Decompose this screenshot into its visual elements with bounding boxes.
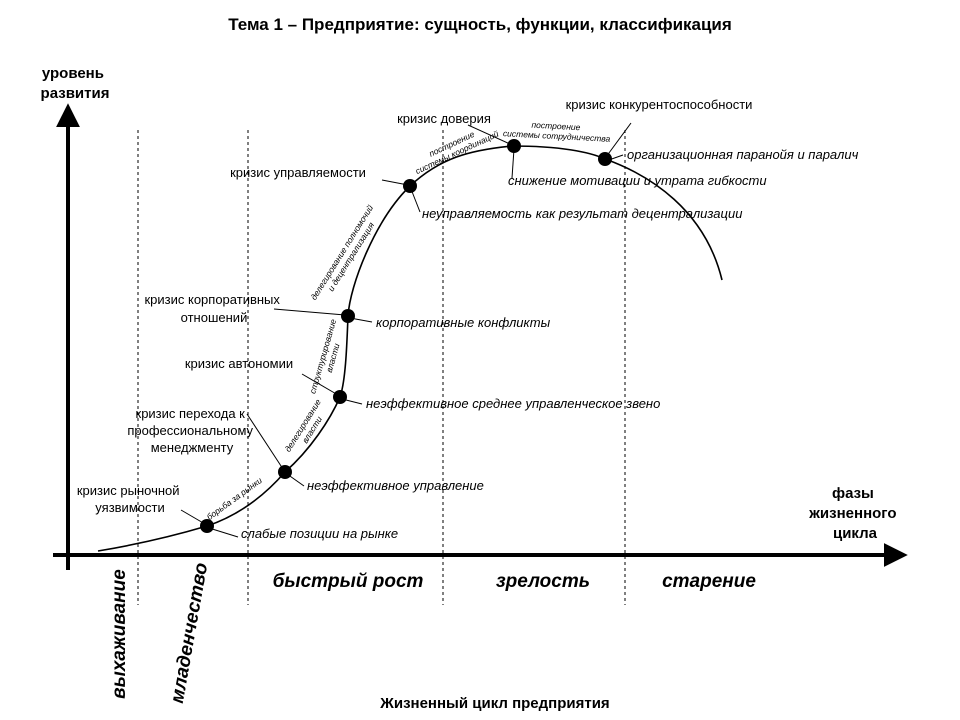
y-axis-label: уровень развития xyxy=(41,65,110,102)
crisis-label-professional-line-3: менеджменту xyxy=(151,440,234,455)
crisis-label-market-line-1: кризис рыночной xyxy=(77,483,180,498)
leader-crisis-corporate xyxy=(273,308,346,316)
leader-crisis-competitiveness xyxy=(605,122,632,158)
problem-label-paranoia: организационная паранойя и паралич xyxy=(627,147,859,162)
crisis-label-professional-line-1: кризис перехода к xyxy=(136,406,246,421)
crisis-point-autonomy xyxy=(333,390,347,404)
phase-label-aging: старение xyxy=(662,571,756,592)
leader-crisis-professional xyxy=(246,413,284,470)
crisis-label-market: кризис рыночной уязвимости xyxy=(77,483,183,515)
phase-label-infancy: младенчество xyxy=(167,561,212,705)
leader-crisis-trust xyxy=(467,124,511,145)
phase-label-maturity: зрелость xyxy=(496,571,590,592)
problem-label-weak-market: слабые позиции на рынке xyxy=(241,526,398,541)
crisis-point-trust xyxy=(507,139,521,153)
crisis-label-controllability: кризис управляемости xyxy=(230,165,366,180)
crisis-point-corporate xyxy=(341,309,355,323)
crisis-label-competitiveness: кризис конкурентоспособности xyxy=(566,97,753,112)
phase-label-survival: выхаживание xyxy=(109,569,130,699)
x-axis-label-line-2: жизненного xyxy=(808,505,896,522)
curve-label-coordination: построение системы координаций xyxy=(410,119,501,176)
crisis-points xyxy=(200,139,612,533)
problem-label-middle-level: неэффективное среднее управленческое зве… xyxy=(366,396,660,411)
crisis-point-market xyxy=(200,519,214,533)
leader-problem-weak-market xyxy=(208,527,239,538)
crisis-label-corporate-line-2: отношений xyxy=(181,310,248,325)
crisis-label-market-line-2: уязвимости xyxy=(95,500,164,515)
curve-label-decentralization: делегирование полномочий и децентрализац… xyxy=(308,201,384,307)
y-axis-label-line-1: уровень xyxy=(42,65,104,82)
leader-problem-motivation xyxy=(511,148,515,179)
crisis-label-professional: кризис перехода к профессиональному мене… xyxy=(127,406,256,455)
problem-label-corp-conflicts: корпоративные конфликты xyxy=(376,315,551,330)
x-axis-label: фазы жизненного цикла xyxy=(808,485,900,542)
crisis-label-trust: кризис доверия xyxy=(397,111,491,126)
y-axis-label-line-2: развития xyxy=(41,85,110,102)
crisis-point-competitiveness xyxy=(598,152,612,166)
page-title: Тема 1 – Предприятие: сущность, функции,… xyxy=(228,15,732,34)
crisis-point-controllability xyxy=(403,179,417,193)
crisis-label-professional-line-2: профессиональному xyxy=(127,423,253,438)
bottom-caption: Жизненный цикл предприятия xyxy=(379,695,609,712)
problem-label-ineffective-mgmt: неэффективное управление xyxy=(307,478,484,493)
leader-lines xyxy=(180,122,632,538)
phase-dividers xyxy=(137,130,626,605)
leader-crisis-market xyxy=(180,509,206,525)
x-axis-label-line-3: цикла xyxy=(833,525,878,542)
curve-label-cooperation: построение системы сотрудничества xyxy=(503,118,612,144)
crisis-label-autonomy: кризис автономии xyxy=(185,356,293,371)
curve-label-decentralization-line-1: делегирование полномочий xyxy=(308,203,375,302)
leader-crisis-autonomy xyxy=(301,373,339,396)
problem-label-motivation: снижение мотивации и утрата гибкости xyxy=(508,173,767,188)
crisis-label-corporate: кризис корпоративных отношений xyxy=(144,292,283,325)
leader-problem-uncontrollable xyxy=(410,188,421,213)
crisis-label-corporate-line-1: кризис корпоративных xyxy=(144,292,280,307)
curve-label-market-fight: борьба за рынки xyxy=(205,475,264,522)
curve-label-cooperation-line-1: построение xyxy=(531,120,581,133)
problem-label-uncontrollable: неуправляемость как результат децентрали… xyxy=(422,206,742,221)
phase-label-growth: быстрый рост xyxy=(273,571,424,592)
crisis-point-professional xyxy=(278,465,292,479)
x-axis-label-line-1: фазы xyxy=(832,485,874,502)
